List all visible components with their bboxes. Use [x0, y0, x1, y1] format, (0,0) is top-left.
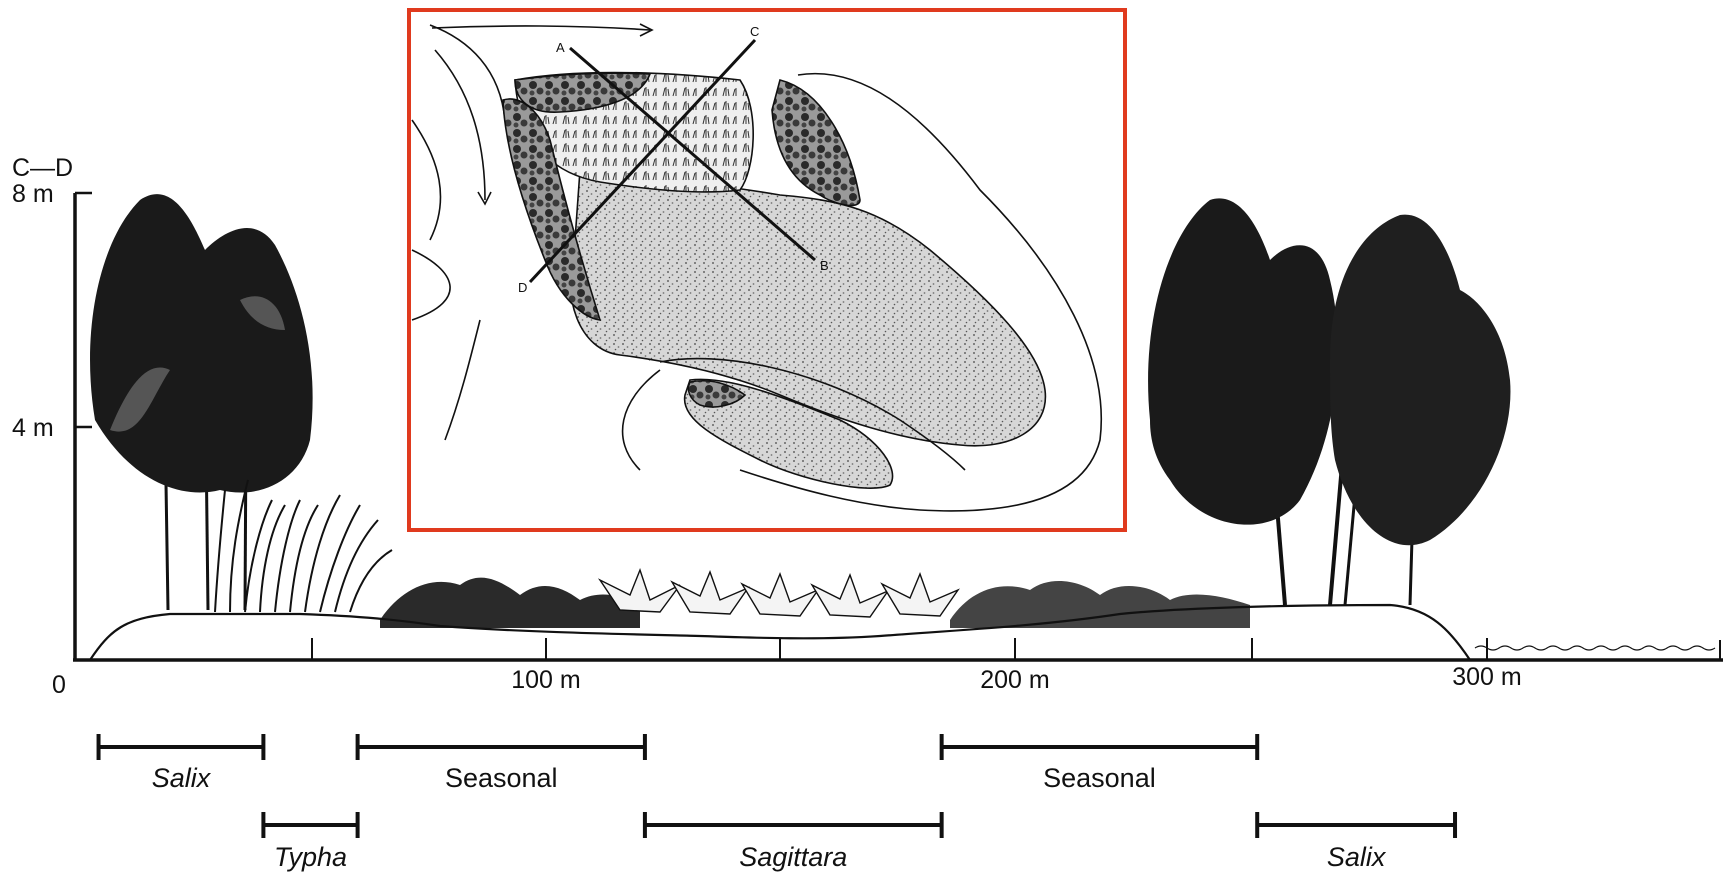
y-tick-label-4: 4 m	[12, 414, 54, 442]
zone-label: Typha	[274, 842, 347, 872]
vegetation-zones: SalixTyphaSeasonalSagittaraSeasonalSalix	[99, 734, 1455, 872]
water-surface	[1475, 646, 1715, 650]
salix-trees-left	[90, 194, 313, 610]
zone-typha: Typha	[263, 812, 357, 872]
zone-label: Seasonal	[445, 763, 558, 793]
zone-label: Seasonal	[1043, 763, 1156, 793]
seasonal-vegetation	[380, 578, 1250, 628]
y-tick-label-8: 8 m	[12, 180, 54, 208]
transect-label-a: A	[556, 40, 565, 55]
y-axis-ticks	[75, 193, 92, 427]
zone-label: Salix	[152, 763, 212, 793]
x-tick-label-300: 300 m	[1452, 663, 1521, 691]
typha-reeds	[215, 480, 392, 612]
section-label: C—D	[12, 154, 73, 182]
zone-sagittara: Sagittara	[645, 812, 942, 872]
x-tick-label-0: 0	[52, 671, 66, 699]
inset-map: A B C D	[409, 10, 1125, 530]
x-tick-label-100: 100 m	[511, 666, 580, 694]
zone-salix: Salix	[1257, 812, 1455, 872]
x-axis-ticks	[312, 638, 1720, 660]
transect-label-c: C	[750, 24, 759, 39]
zone-label: Salix	[1327, 842, 1387, 872]
salix-trees-right	[1148, 198, 1510, 605]
transect-label-b: B	[820, 258, 829, 273]
transect-label-d: D	[518, 280, 527, 295]
x-tick-label-200: 200 m	[980, 666, 1049, 694]
zone-salix: Salix	[99, 734, 264, 793]
sagittara-vegetation	[600, 570, 958, 617]
zone-label: Sagittara	[739, 842, 847, 872]
zone-seasonal: Seasonal	[358, 734, 645, 793]
zone-seasonal: Seasonal	[942, 734, 1258, 793]
